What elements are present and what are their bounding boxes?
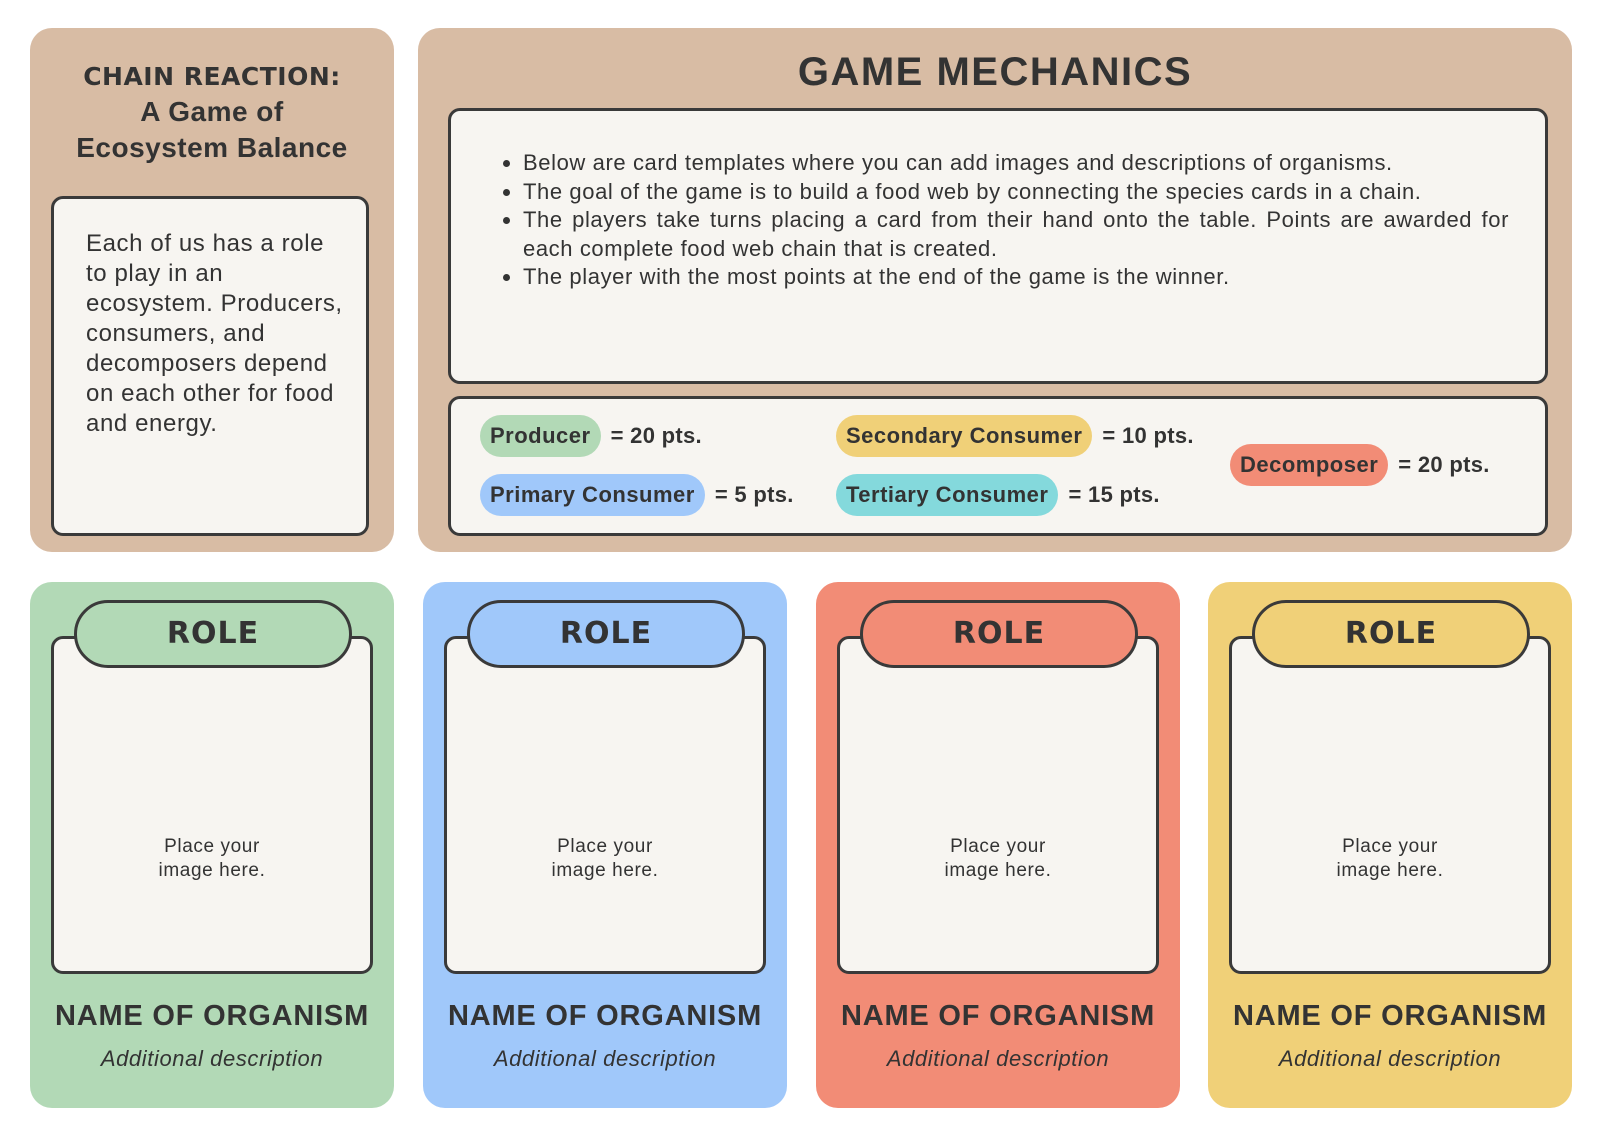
points-tertiary-consumer: Tertiary Consumer = 15 pts.: [836, 474, 1160, 516]
role-pill-producer: Producer: [480, 415, 601, 457]
role-tab: ROLE: [1252, 600, 1530, 668]
mechanics-heading: GAME MECHANICS: [797, 50, 1193, 94]
image-placeholder: Place your image here.: [54, 835, 370, 883]
role-pill-decomposer: Decomposer: [1230, 444, 1389, 486]
points-value: = 20 pts.: [1398, 452, 1490, 477]
points-primary-consumer: Primary Consumer = 5 pts.: [480, 474, 794, 516]
organism-name: NAME OF ORGANISM: [447, 1000, 763, 1032]
organism-card: Place your image here. ROLE NAME OF ORGA…: [816, 582, 1180, 1108]
points-value: = 20 pts.: [610, 423, 702, 448]
organism-card: Place your image here. ROLE NAME OF ORGA…: [1208, 582, 1572, 1108]
role-tab: ROLE: [860, 600, 1138, 668]
role-pill-primary-consumer: Primary Consumer: [480, 474, 705, 516]
organism-card: Place your image here. ROLE NAME OF ORGA…: [423, 582, 787, 1108]
placeholder-line: Place your: [1342, 836, 1438, 857]
image-frame[interactable]: Place your image here.: [837, 636, 1159, 974]
placeholder-line: image here.: [551, 860, 659, 881]
role-tab: ROLE: [74, 600, 352, 668]
title-subheading-line-1: A Game of: [140, 96, 284, 127]
organism-name: NAME OF ORGANISM: [54, 1000, 370, 1032]
title-subheading: A Game of Ecosystem Balance: [30, 94, 394, 166]
placeholder-line: Place your: [164, 836, 260, 857]
rule-item: The player with the most points at the e…: [523, 263, 1509, 292]
mechanics-panel: GAME MECHANICS Below are card templates …: [418, 28, 1572, 552]
role-tab: ROLE: [467, 600, 745, 668]
placeholder-line: image here.: [944, 860, 1052, 881]
organism-name: NAME OF ORGANISM: [1232, 1000, 1548, 1032]
points-legend: Producer = 20 pts. Primary Consumer = 5 …: [448, 396, 1548, 536]
role-pill-tertiary-consumer: Tertiary Consumer: [836, 474, 1059, 516]
rules-box: Below are card templates where you can a…: [448, 108, 1548, 384]
title-subheading-line-2: Ecosystem Balance: [76, 132, 348, 163]
title-panel: CHAIN REACTION: A Game of Ecosystem Bala…: [30, 28, 394, 552]
points-value: = 15 pts.: [1068, 482, 1160, 507]
points-value: = 10 pts.: [1102, 423, 1194, 448]
placeholder-line: image here.: [1336, 860, 1444, 881]
image-placeholder: Place your image here.: [840, 835, 1156, 883]
rule-item: Below are card templates where you can a…: [523, 149, 1509, 178]
image-placeholder: Place your image here.: [1232, 835, 1548, 883]
points-secondary-consumer: Secondary Consumer = 10 pts.: [836, 415, 1194, 457]
placeholder-line: Place your: [950, 836, 1046, 857]
rule-item: The players take turns placing a card fr…: [523, 206, 1509, 263]
image-placeholder: Place your image here.: [447, 835, 763, 883]
organism-description: Additional description: [493, 1046, 717, 1071]
intro-box: Each of us has a role to play in an ecos…: [51, 196, 369, 536]
image-frame[interactable]: Place your image here.: [1229, 636, 1551, 974]
organism-name: NAME OF ORGANISM: [840, 1000, 1156, 1032]
points-producer: Producer = 20 pts.: [480, 415, 702, 457]
role-pill-secondary-consumer: Secondary Consumer: [836, 415, 1093, 457]
placeholder-line: Place your: [557, 836, 653, 857]
placeholder-line: image here.: [158, 860, 266, 881]
title-heading: CHAIN REACTION:: [83, 62, 341, 91]
organism-card: Place your image here. ROLE NAME OF ORGA…: [30, 582, 394, 1108]
image-frame[interactable]: Place your image here.: [51, 636, 373, 974]
points-value: = 5 pts.: [714, 482, 794, 507]
organism-description: Additional description: [1278, 1046, 1502, 1071]
intro-text: Each of us has a role to play in an ecos…: [86, 230, 343, 437]
rules-list: Below are card templates where you can a…: [497, 149, 1509, 292]
points-decomposer: Decomposer = 20 pts.: [1230, 444, 1490, 486]
organism-description: Additional description: [886, 1046, 1110, 1071]
rule-item: The goal of the game is to build a food …: [523, 178, 1509, 207]
organism-description: Additional description: [100, 1046, 324, 1071]
image-frame[interactable]: Place your image here.: [444, 636, 766, 974]
